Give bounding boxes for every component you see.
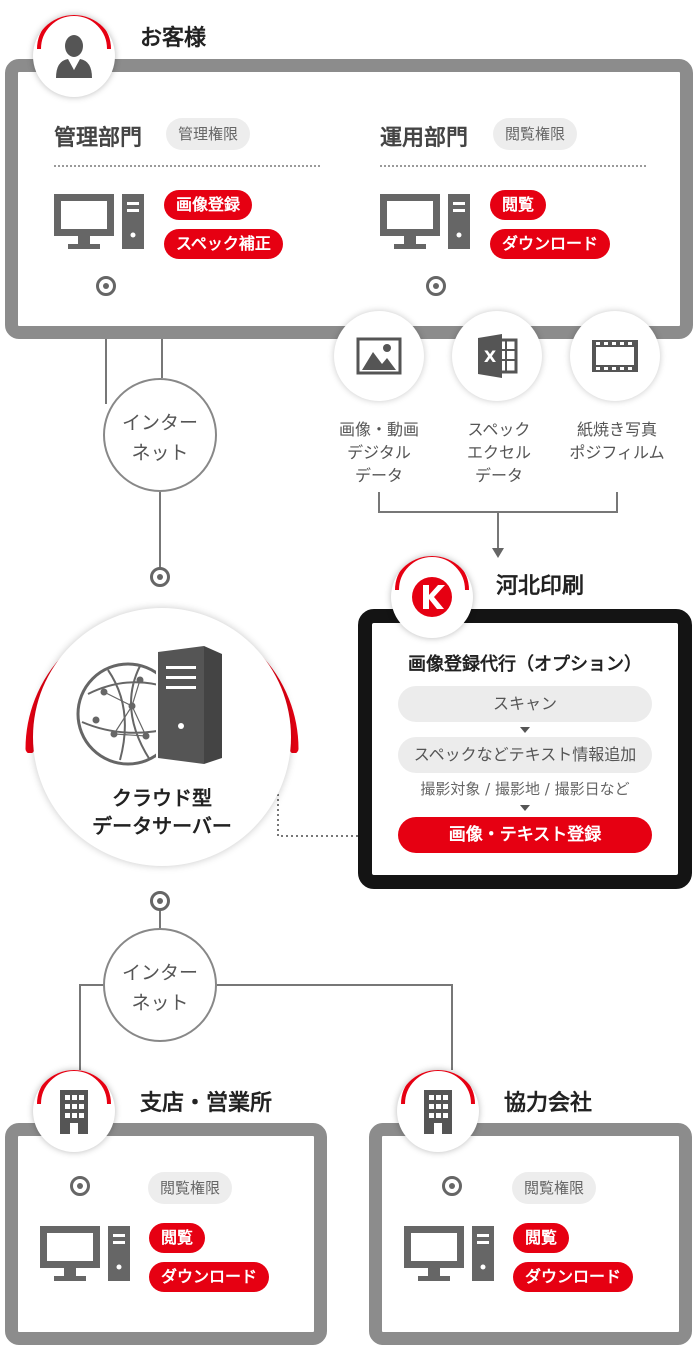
- branch-action-view: 閲覧: [149, 1223, 206, 1253]
- ops-permission-badge: 閲覧権限: [493, 118, 578, 150]
- admin-action-register: 画像登録: [164, 190, 253, 220]
- media-excel-line-1: スペック: [467, 420, 531, 439]
- partner-permission-badge: 閲覧権限: [512, 1172, 597, 1204]
- customer-badge: [33, 15, 115, 97]
- admin-dept-name: 管理部門: [54, 126, 143, 151]
- film-icon: [592, 340, 638, 372]
- internet-lower-line-2: ネット: [131, 992, 189, 1014]
- partner-computer-icon: [404, 1226, 494, 1281]
- internet-circle-upper: インター ネット: [103, 378, 217, 492]
- step-arrow-1: [520, 727, 530, 733]
- customer-frame: [5, 59, 693, 339]
- branch-badge: [33, 1070, 115, 1152]
- media-excel-label: スペック エクセル データ: [434, 418, 564, 487]
- step-register: 画像・テキスト登録: [398, 817, 652, 853]
- partner-building-icon: [424, 1090, 452, 1134]
- badge-arc: [37, 15, 111, 50]
- admin-node: [96, 276, 116, 296]
- media-film-line-2: ポジフィルム: [569, 443, 665, 462]
- arrow-media-kahoku: [492, 548, 504, 558]
- wire-internet2-partner: [216, 984, 453, 1070]
- step-arrow-2: [520, 805, 530, 811]
- partner-node: [442, 1176, 462, 1196]
- partner-action-download: ダウンロード: [513, 1262, 634, 1292]
- partner-badge-arc: [401, 1070, 475, 1105]
- branch-building-icon: [60, 1090, 88, 1134]
- ops-dept-name: 運用部門: [380, 126, 469, 151]
- internet-lower-line-1: インター: [121, 962, 198, 984]
- customer-title: お客様: [140, 26, 207, 51]
- branch-computer-icon: [40, 1226, 130, 1281]
- media-excel-line-3: データ: [474, 466, 523, 485]
- branch-node: [70, 1176, 90, 1196]
- partner-title: 協力会社: [504, 1091, 593, 1116]
- partner-action-view: 閲覧: [513, 1223, 570, 1253]
- media-excel-line-2: エクセル: [466, 443, 531, 462]
- media-bracket: [378, 492, 618, 513]
- branch-permission-badge: 閲覧権限: [148, 1172, 233, 1204]
- server-bottom-node: [150, 891, 170, 911]
- branch-title: 支店・営業所: [140, 1091, 273, 1116]
- person-icon: [56, 35, 92, 78]
- kahoku-badge-arc: [395, 556, 469, 591]
- branch-action-download: ダウンロード: [149, 1262, 270, 1292]
- internet-upper-line-2: ネット: [131, 442, 189, 464]
- media-film-circle: [570, 311, 660, 401]
- media-image-circle: [334, 311, 424, 401]
- step-note: 撮影対象 / 撮影地 / 撮影日など: [420, 780, 630, 798]
- svg-text:X: X: [484, 347, 497, 366]
- kahoku-title: 河北印刷: [496, 574, 585, 599]
- media-image-line-3: データ: [354, 466, 403, 485]
- server-label-line-2: データサーバー: [92, 814, 232, 838]
- branch-badge-arc: [37, 1070, 111, 1105]
- kahoku-badge: [391, 556, 473, 638]
- partner-frame: [369, 1123, 692, 1345]
- wire-internet2-branch: [79, 984, 104, 1070]
- ops-divider: [380, 165, 646, 167]
- admin-computer-icon: [54, 194, 144, 249]
- server-label-line-1: クラウド型: [112, 786, 212, 810]
- media-image-label: 画像・動画 デジタル データ: [314, 418, 444, 487]
- internet-circle-lower: インター ネット: [103, 928, 217, 1042]
- admin-divider: [54, 165, 320, 167]
- ops-action-download: ダウンロード: [490, 229, 611, 259]
- admin-permission-badge: 管理権限: [166, 118, 251, 150]
- partner-badge: [397, 1070, 479, 1152]
- media-image-line-1: 画像・動画: [338, 420, 419, 439]
- kahoku-service-title: 画像登録代行（オプション）: [408, 654, 642, 675]
- step-scan: スキャン: [398, 686, 652, 722]
- excel-icon: X: [478, 334, 518, 378]
- ops-action-view: 閲覧: [490, 190, 547, 220]
- media-image-line-2: デジタル: [347, 443, 411, 462]
- admin-action-spec: スペック補正: [164, 229, 283, 259]
- kahoku-logo-icon: [412, 577, 452, 617]
- ops-computer-icon: [380, 194, 470, 249]
- server-top-node: [150, 567, 170, 587]
- media-film-label: 紙焼き写真 ポジフィルム: [552, 418, 682, 464]
- cloud-server-icon: [76, 644, 222, 766]
- media-film-line-1: 紙焼き写真: [576, 420, 657, 439]
- image-icon: [356, 337, 402, 375]
- ops-node: [426, 276, 446, 296]
- media-excel-circle: X: [452, 311, 542, 401]
- step-spec: スペックなどテキスト情報追加: [398, 737, 652, 773]
- internet-upper-line-1: インター: [121, 412, 198, 434]
